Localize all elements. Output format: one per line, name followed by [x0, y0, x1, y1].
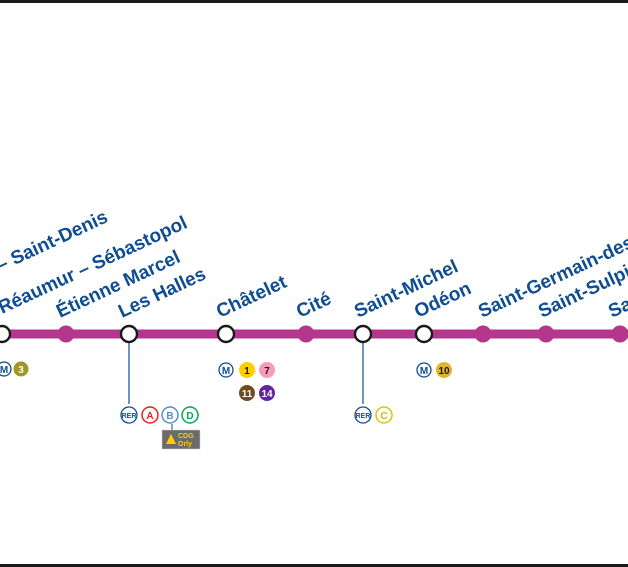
- metro-line-3-badge: [13, 361, 29, 377]
- odeon-connections: M 10: [416, 362, 452, 378]
- saint-michel-connections: RER C: [354, 406, 393, 424]
- les-halles-connections: RER A B D CDG Orly: [120, 406, 201, 450]
- station-marker-odeon[interactable]: [414, 324, 434, 344]
- bottom-border: [0, 564, 628, 567]
- station-marker-saint-sulpice[interactable]: [537, 325, 555, 343]
- station-label-cite[interactable]: Cité: [293, 288, 334, 322]
- station-marker-next[interactable]: [611, 325, 628, 343]
- rer-d-badge: [181, 406, 199, 424]
- metro-icon: [218, 362, 234, 378]
- rer-c-label: C: [380, 411, 387, 422]
- rer-icon-label: RER: [356, 413, 371, 420]
- metro-icon-label: M: [222, 366, 230, 377]
- station-label-next[interactable]: Sa: [605, 293, 628, 322]
- metro-line-14-badge: [259, 385, 275, 401]
- airport-badge: [161, 429, 201, 450]
- station-marker-saint-michel[interactable]: [353, 324, 373, 344]
- metro-icon-label: M: [0, 365, 8, 376]
- top-border: [0, 0, 628, 3]
- station-marker-reaumur[interactable]: [0, 324, 12, 344]
- reaumur-connections: M 3: [0, 361, 29, 377]
- station-label-chatelet[interactable]: Châtelet: [213, 272, 290, 323]
- chatelet-connections: M 1 7 11 14: [218, 362, 275, 401]
- metro-line-7-label: 7: [264, 366, 270, 377]
- airport-plane-icon: [166, 434, 176, 444]
- rer-b-badge: [161, 406, 179, 424]
- airport-orly-label: Orly: [178, 441, 192, 448]
- rer-b-label: B: [166, 411, 173, 422]
- airport-cdg-label: CDG: [178, 433, 194, 440]
- metro-icon: [0, 361, 12, 377]
- rer-icon: [120, 406, 138, 424]
- metro-line-11-label: 11: [242, 389, 253, 400]
- rer-c-badge: [375, 406, 393, 424]
- metro-line-7-badge: [259, 362, 275, 378]
- station-marker-saint-germain[interactable]: [474, 325, 492, 343]
- rer-d-label: D: [186, 411, 193, 422]
- metro-icon-label: M: [420, 366, 428, 377]
- rer-a-label: A: [146, 411, 153, 422]
- metro-line-1-label: 1: [244, 366, 250, 377]
- rer-icon-label: RER: [122, 413, 137, 420]
- station-marker-les-halles[interactable]: [119, 324, 139, 344]
- station-marker-etienne-marcel[interactable]: [57, 325, 75, 343]
- metro-line-10-label: 10: [438, 366, 450, 377]
- metro-line-11-badge: [239, 385, 255, 401]
- station-marker-chatelet[interactable]: [216, 324, 236, 344]
- rer-a-badge: [141, 406, 159, 424]
- station-marker-cite[interactable]: [297, 325, 315, 343]
- metro-icon: [416, 362, 432, 378]
- metro-line-14-label: 14: [261, 389, 273, 400]
- metro-line-10-badge: [436, 362, 452, 378]
- metro-line-3-label: 3: [18, 365, 24, 376]
- metro-line-1-badge: [239, 362, 255, 378]
- rer-icon: [354, 406, 372, 424]
